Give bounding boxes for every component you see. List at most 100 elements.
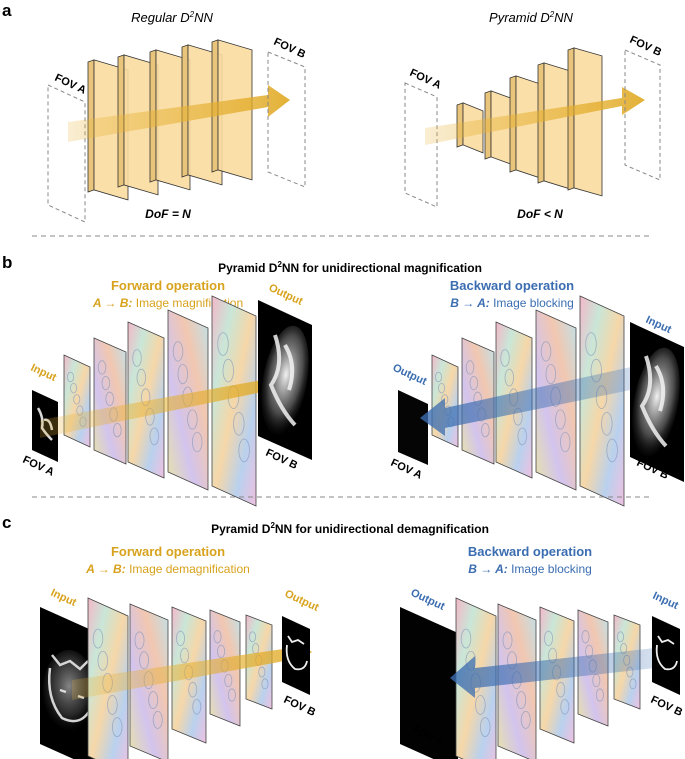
phase-ring bbox=[136, 368, 147, 387]
input-tag: Input bbox=[651, 590, 681, 612]
phase-ring bbox=[222, 358, 234, 383]
forward-demagnification-diagram: Forward operation A → B: Image demagnifi… bbox=[40, 544, 321, 759]
phase-ring bbox=[188, 681, 198, 698]
phase-ring bbox=[191, 431, 203, 453]
fov-b-label: FOV B bbox=[649, 694, 685, 719]
panel-a-letter: a bbox=[2, 1, 12, 20]
phase-ring bbox=[469, 375, 479, 391]
phase-ring bbox=[581, 630, 590, 644]
phase-ring bbox=[616, 631, 625, 643]
phase-ring bbox=[233, 411, 245, 436]
phase-ring bbox=[73, 394, 81, 405]
phase-ring bbox=[97, 650, 109, 671]
panel-c-heading: Pyramid D2NN for unidirectional demagnif… bbox=[211, 521, 489, 536]
output-tag: Output bbox=[409, 587, 447, 613]
phase-ring bbox=[585, 332, 597, 356]
phase-mask bbox=[211, 295, 257, 507]
fov-b-label: FOV B bbox=[282, 694, 318, 719]
forward-magnification-diagram: Forward operation A → B: Image magnifica… bbox=[21, 278, 312, 507]
output-tag: Output bbox=[283, 588, 321, 614]
phase-ring bbox=[92, 628, 104, 649]
phase-mask bbox=[63, 354, 91, 448]
phase-ring bbox=[101, 375, 111, 391]
phase-ring bbox=[139, 651, 150, 670]
forward-arrow bbox=[40, 368, 287, 438]
input-tag: Input bbox=[29, 362, 59, 384]
phase-ring bbox=[545, 363, 557, 385]
phase-ring bbox=[224, 673, 233, 688]
phase-ring bbox=[500, 349, 510, 367]
output-hand-image bbox=[261, 325, 309, 435]
pyramid-d2nn-title: Pyramid D2NN bbox=[489, 10, 574, 25]
phase-ring bbox=[629, 678, 637, 690]
phase-mask bbox=[93, 337, 127, 465]
phase-ring bbox=[520, 710, 531, 729]
dof-regular: DoF = N bbox=[145, 207, 191, 221]
pyramid-d2nn-diagram: Pyramid D2NN FOV A FOV B DoF < N bbox=[404, 10, 663, 221]
phase-ring bbox=[516, 691, 527, 709]
phase-ring bbox=[113, 422, 122, 438]
phase-ring bbox=[132, 349, 142, 367]
phase-ring bbox=[517, 427, 528, 446]
forward-title: Forward operation bbox=[111, 544, 225, 559]
phase-ring bbox=[111, 717, 123, 737]
phase-ring bbox=[480, 717, 491, 737]
phase-ring bbox=[555, 409, 566, 430]
diffractive-layer bbox=[567, 47, 603, 197]
backward-arrow bbox=[420, 365, 640, 436]
dof-pyramid: DoF < N bbox=[517, 207, 563, 221]
phase-ring bbox=[70, 383, 78, 394]
phase-ring bbox=[134, 631, 145, 650]
backward-blocking-diagram-c: Backward operation B → A: Image blocking… bbox=[400, 544, 684, 759]
phase-ring bbox=[248, 631, 257, 643]
panel-b-letter: b bbox=[2, 253, 12, 272]
phase-ring bbox=[434, 371, 443, 383]
phase-mask-stack bbox=[455, 597, 641, 759]
phase-ring bbox=[606, 438, 618, 463]
phase-ring bbox=[217, 644, 226, 658]
phase-ring bbox=[217, 332, 229, 356]
phase-ring bbox=[148, 691, 159, 709]
backward-title: Backward operation bbox=[468, 544, 592, 559]
phase-ring bbox=[107, 695, 118, 715]
forward-arrow bbox=[72, 638, 312, 700]
phase-ring bbox=[460, 628, 472, 649]
backward-arrow bbox=[450, 648, 655, 698]
backward-title: Backward operation bbox=[450, 278, 574, 293]
panel-b-heading: Pyramid D2NN for unidirectional magnific… bbox=[218, 260, 482, 275]
phase-ring bbox=[149, 427, 159, 446]
output-tag: Output bbox=[391, 362, 429, 388]
panel-c-letter: c bbox=[2, 513, 11, 532]
phase-ring bbox=[187, 409, 198, 430]
fov-a-label: FOV A bbox=[53, 72, 88, 97]
phase-ring bbox=[475, 695, 486, 715]
fov-a-frame bbox=[47, 84, 86, 223]
forward-arrow bbox=[425, 87, 645, 145]
phase-ring bbox=[192, 698, 202, 715]
phase-ring bbox=[258, 666, 266, 678]
phase-ring bbox=[560, 698, 570, 715]
phase-ring bbox=[227, 688, 236, 702]
backward-rule: B → A: Image blocking bbox=[450, 296, 574, 310]
phase-mask-stack bbox=[63, 295, 257, 507]
fov-b-frame bbox=[267, 51, 306, 188]
output-cat-image bbox=[285, 635, 308, 671]
phase-ring bbox=[465, 360, 475, 375]
fov-a-frame bbox=[404, 82, 438, 208]
input-cat-image bbox=[655, 635, 678, 671]
output-tag: Output bbox=[267, 282, 305, 308]
backward-blocking-diagram-b: Backward operation B → A: Image blocking… bbox=[389, 278, 684, 507]
phase-ring bbox=[105, 391, 114, 406]
phase-ring bbox=[544, 630, 553, 647]
phase-ring bbox=[540, 341, 552, 362]
phase-ring bbox=[238, 438, 250, 463]
phase-ring bbox=[176, 630, 185, 647]
forward-rule: A → B: Image demagnification bbox=[85, 562, 250, 576]
fov-b-image bbox=[282, 616, 310, 695]
phase-ring bbox=[213, 630, 222, 644]
input-hand-image bbox=[632, 347, 680, 457]
phase-ring bbox=[172, 341, 184, 362]
phase-ring bbox=[180, 647, 190, 664]
regular-d2nn-diagram: Regular D2NN FOV A FOV B DoF = N bbox=[47, 10, 307, 223]
